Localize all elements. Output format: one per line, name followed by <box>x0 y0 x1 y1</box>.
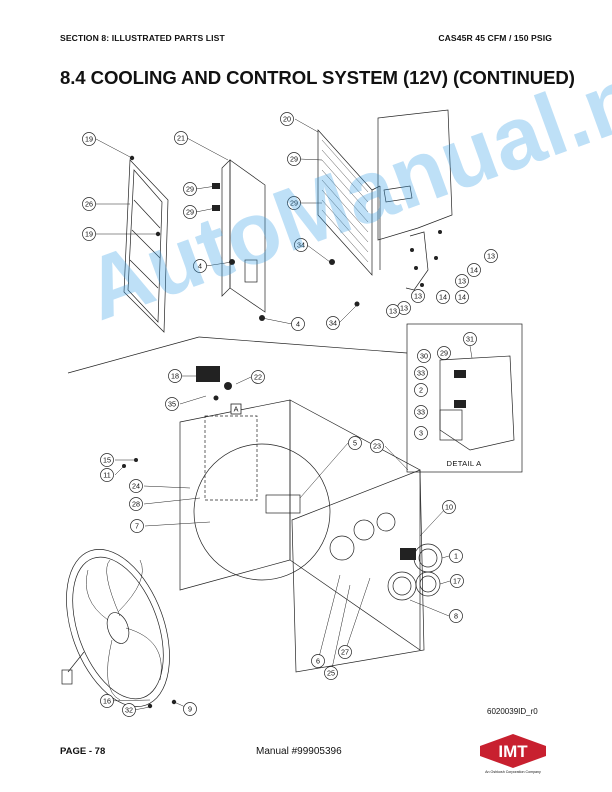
callout-labels: 19 21 20 26 29 29 29 29 19 34 4 13 14 13… <box>85 115 495 715</box>
callout-label: 14 <box>458 293 466 302</box>
callout-label: 24 <box>132 482 140 491</box>
callout-label: 6 <box>316 657 320 666</box>
callout-label: 31 <box>466 335 474 344</box>
callout-label: 8 <box>454 612 458 621</box>
callout-label: 19 <box>85 230 93 239</box>
callout-label: 11 <box>103 471 110 480</box>
callout-label: 17 <box>453 577 461 586</box>
callout-label: 9 <box>188 705 192 714</box>
callout-label: 30 <box>420 352 428 361</box>
callout-bubbles <box>82 112 498 717</box>
callout-label: 13 <box>458 277 466 286</box>
callout-label: 10 <box>445 503 453 512</box>
component-marks <box>122 155 466 709</box>
callout-label: A <box>234 405 239 414</box>
callout-label: 5 <box>353 439 357 448</box>
manual-number: Manual #99905396 <box>256 746 342 757</box>
callout-label: 13 <box>487 252 495 261</box>
callout-label: 18 <box>171 372 179 381</box>
callout-label: 22 <box>254 373 262 382</box>
callout-label: 16 <box>103 697 111 706</box>
callout-label: 28 <box>132 500 140 509</box>
callout-label: 29 <box>186 185 194 194</box>
callout-label: 2 <box>419 386 423 395</box>
callout-label: 1 <box>454 552 458 561</box>
diagram-linework <box>61 109 523 707</box>
callout-label: 29 <box>290 155 298 164</box>
callout-label: 4 <box>198 262 202 271</box>
callout-leaders <box>95 118 473 711</box>
callout-label: 27 <box>341 648 349 657</box>
logo-tagline: An Oshkosh Corporation Company <box>485 770 541 774</box>
callout-label: 29 <box>290 199 298 208</box>
callout-label: 13 <box>400 304 408 313</box>
callout-label: 32 <box>125 706 133 715</box>
callout-label: 29 <box>440 349 448 358</box>
page-title: 8.4 COOLING AND CONTROL SYSTEM (12V) (CO… <box>60 67 575 88</box>
callout-label: 14 <box>439 293 447 302</box>
callout-label: 21 <box>177 134 185 143</box>
logo-brand: IMT <box>498 742 528 761</box>
callout-label: 4 <box>296 320 300 329</box>
callout-label: 29 <box>186 208 194 217</box>
section-header: SECTION 8: ILLUSTRATED PARTS LIST <box>60 33 225 43</box>
callout-label: 15 <box>103 456 111 465</box>
callout-label: 26 <box>85 200 93 209</box>
callout-label: 13 <box>414 292 422 301</box>
callout-label: 7 <box>135 522 139 531</box>
drawing-id: 6020039ID_r0 <box>487 707 538 716</box>
callout-label: 34 <box>297 241 305 250</box>
callout-label: 34 <box>329 319 337 328</box>
callout-label: 20 <box>283 115 291 124</box>
detail-a-marker <box>230 403 242 415</box>
callout-label: 33 <box>417 369 425 378</box>
callout-label: 19 <box>85 135 93 144</box>
page-number: PAGE - 78 <box>60 746 106 757</box>
imt-logo: IMT An Oshkosh Corporation Company <box>480 734 546 774</box>
callout-label: 13 <box>389 307 397 316</box>
model-header: CAS45R 45 CFM / 150 PSIG <box>438 33 552 43</box>
callout-label: 3 <box>419 429 423 438</box>
logo-emblem-icon <box>480 734 546 768</box>
detail-a-label: DETAIL A <box>447 459 483 468</box>
callout-label: 25 <box>327 669 335 678</box>
callout-label: 23 <box>373 442 381 451</box>
callout-label: 33 <box>417 408 425 417</box>
callout-label: 14 <box>470 266 478 275</box>
callout-label: 35 <box>168 400 176 409</box>
